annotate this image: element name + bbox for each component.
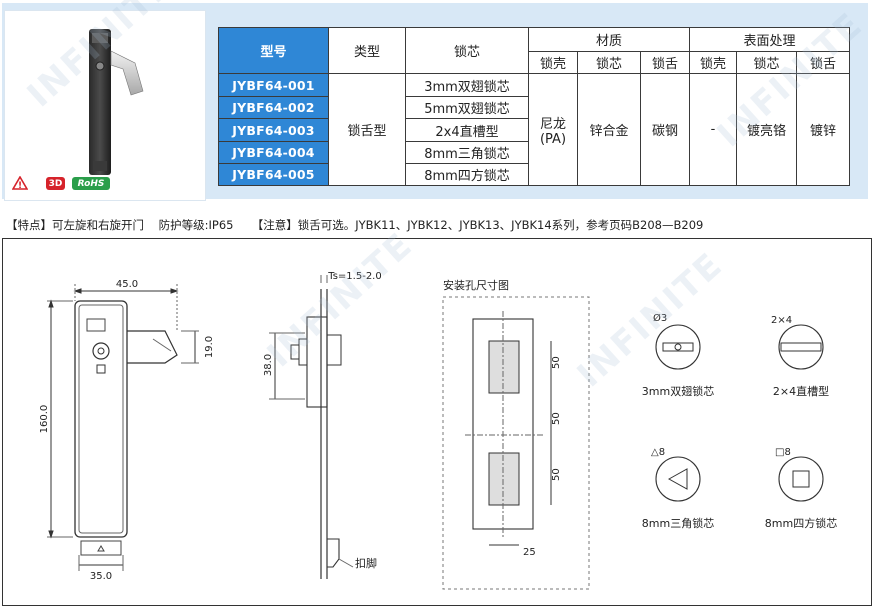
hole-dim-upper: 50 xyxy=(551,356,562,369)
drawing-panel: 45.0 19.0 160.0 35.0 Ts=1.5-2.0 38.0 扣脚 … xyxy=(2,238,872,606)
dim-height-19: 19.0 xyxy=(204,336,215,358)
hole-title: 安装孔尺寸图 xyxy=(443,278,509,292)
core-cell: 8mm三角锁芯 xyxy=(405,141,529,164)
notes-line: 【特点】可左旋和右旋开门 防护等级:IP65 【注意】锁舌可选。JYBK11、J… xyxy=(6,218,704,232)
header-surface: 表面处理 xyxy=(689,27,850,52)
material-core-cell: 锌合金 xyxy=(577,73,641,186)
core-cell: 5mm双翅锁芯 xyxy=(405,96,529,119)
dim-height-38: 38.0 xyxy=(263,354,274,376)
dim-length-160: 160.0 xyxy=(39,405,50,434)
front-view xyxy=(47,284,199,571)
side-label: 扣脚 xyxy=(355,556,377,570)
dim-ts: Ts=1.5-2.0 xyxy=(327,271,381,282)
subheader-shell-surface: 锁壳 xyxy=(689,51,737,74)
spec-table: 型号 类型 锁芯 材质 表面处理 锁壳 锁芯 锁舌 锁壳 锁芯 锁舌 JYBF6… xyxy=(218,27,850,186)
core-label-2x4: 2×4直槽型 xyxy=(773,384,829,398)
model-cell: JYBF64-005 xyxy=(218,163,329,186)
top-panel: ! 3D RoHS 型号 类型 锁芯 材质 表面处理 锁壳 锁芯 锁舌 锁壳 锁… xyxy=(0,0,875,201)
surface-tongue-cell: 镀锌 xyxy=(796,73,850,186)
core-label-square: 8mm四方锁芯 xyxy=(765,516,837,530)
core-8mm-triangle xyxy=(655,456,701,502)
type-cell: 锁舌型 xyxy=(328,73,406,186)
hole-dim-lower: 50 xyxy=(551,468,562,481)
material-shell-cell: 尼龙 (PA) xyxy=(528,73,578,186)
core-cell: 8mm四方锁芯 xyxy=(405,163,529,186)
core-dim-2x4: 2×4 xyxy=(771,315,792,326)
core-dim-square: □8 xyxy=(775,447,791,458)
hole-dim-width: 25 xyxy=(523,547,536,558)
core-cell: 3mm双翅锁芯 xyxy=(405,73,529,97)
subheader-tongue: 锁舌 xyxy=(640,51,690,74)
core-label-triangle: 8mm三角锁芯 xyxy=(642,516,714,530)
header-model: 型号 xyxy=(218,27,329,74)
model-cell: JYBF64-002 xyxy=(218,96,329,119)
3d-badge-label: 3D xyxy=(48,178,63,189)
subheader-tongue-surface: 锁舌 xyxy=(796,51,850,74)
mounting-hole-diagram xyxy=(442,296,590,590)
subheader-core-surface: 锁芯 xyxy=(736,51,797,74)
model-cell: JYBF64-004 xyxy=(218,141,329,164)
3d-badge: 3D xyxy=(46,177,65,190)
product-photo xyxy=(4,10,206,201)
header-material: 材质 xyxy=(528,27,690,52)
core-dim-3mm: Ø3 xyxy=(653,312,667,324)
core-dim-triangle: △8 xyxy=(651,447,665,458)
model-cell: JYBF64-001 xyxy=(218,73,329,97)
model-cell: JYBF64-003 xyxy=(218,118,329,142)
core-3mm-wing xyxy=(655,324,701,370)
lock-product-image xyxy=(89,29,144,175)
surface-shell-cell: - xyxy=(689,73,737,186)
rohs-badge: RoHS xyxy=(72,177,110,190)
rohs-badge-label: RoHS xyxy=(77,178,105,189)
technical-drawing: 45.0 19.0 160.0 35.0 Ts=1.5-2.0 38.0 扣脚 … xyxy=(39,271,837,590)
header-core: 锁芯 xyxy=(405,27,529,74)
warning-icon: ! xyxy=(12,176,28,190)
dim-width-45: 45.0 xyxy=(116,279,138,290)
hole-dim-gap: 50 xyxy=(551,412,562,425)
warning-triangle-icon: ! xyxy=(12,176,28,190)
warning-mark: ! xyxy=(18,181,22,190)
header-type: 类型 xyxy=(328,27,406,74)
side-view xyxy=(269,275,354,579)
dim-width-35: 35.0 xyxy=(90,571,112,582)
material-tongue-cell: 碳钢 xyxy=(640,73,690,186)
core-8mm-square xyxy=(778,456,824,502)
surface-core-cell: 镀亮铬 xyxy=(736,73,797,186)
core-label-3mm: 3mm双翅锁芯 xyxy=(642,384,714,398)
core-2x4-slot xyxy=(778,324,824,370)
core-cell: 2x4直槽型 xyxy=(405,118,529,142)
subheader-core: 锁芯 xyxy=(577,51,641,74)
subheader-shell: 锁壳 xyxy=(528,51,578,74)
